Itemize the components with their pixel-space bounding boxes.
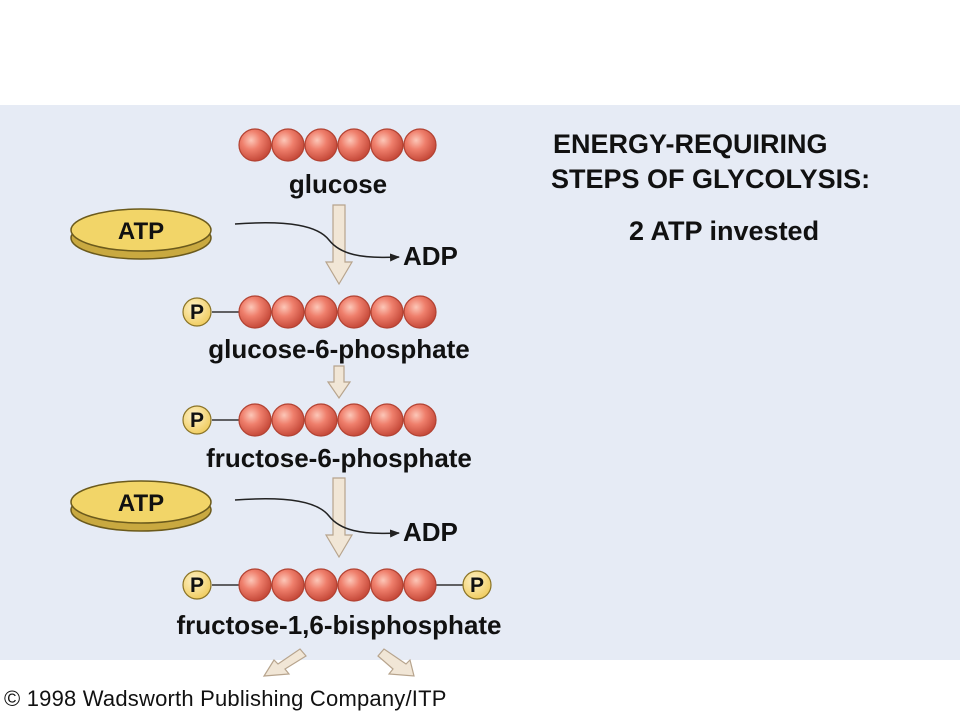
carbon-bead-icon	[337, 403, 371, 437]
carbon-bead-icon	[403, 295, 437, 329]
carbon-bead-icon	[337, 128, 371, 162]
carbon-bead-icon	[304, 128, 338, 162]
carbon-bead-icon	[403, 568, 437, 602]
glucose-chain	[238, 128, 437, 162]
fructose-1-6-bisphosphate-chain	[238, 568, 437, 602]
carbon-bead-icon	[238, 128, 272, 162]
atp-to-adp-arrow-2	[234, 498, 400, 538]
carbon-bead-icon	[370, 568, 404, 602]
phosphate-icon	[182, 297, 212, 327]
carbon-bead-icon	[370, 128, 404, 162]
fructose-6-phosphate-chain	[238, 403, 437, 437]
diagram-panel	[0, 105, 960, 660]
carbon-bead-icon	[304, 568, 338, 602]
fructose-1-6-bisphosphate-label: fructose-1,6-bisphosphate	[176, 610, 501, 640]
atp-disc-icon	[70, 480, 212, 532]
carbon-bead-icon	[271, 295, 305, 329]
carbon-bead-icon	[403, 403, 437, 437]
phosphate-label: P	[470, 574, 484, 597]
adp-label-2: ADP	[403, 517, 458, 547]
fructose-6-phosphate-label: fructose-6-phosphate	[206, 443, 472, 473]
atp-label-2: ATP	[118, 490, 164, 517]
carbon-bead-icon	[337, 295, 371, 329]
carbon-bead-icon	[238, 568, 272, 602]
reaction-arrow-icon	[324, 477, 354, 559]
reaction-arrow-icon	[324, 204, 354, 286]
carbon-bead-icon	[337, 568, 371, 602]
glucose-label: glucose	[289, 169, 387, 199]
copyright-notice: © 1998 Wadsworth Publishing Company/ITP	[4, 686, 447, 711]
reaction-arrow-icon	[326, 365, 352, 400]
carbon-bead-icon	[403, 128, 437, 162]
atp-to-adp-arrow-1	[234, 222, 400, 262]
phosphate-icon	[182, 405, 212, 435]
carbon-bead-icon	[370, 403, 404, 437]
title-line-1: ENERGY-REQUIRING	[553, 129, 828, 159]
atp-label-1: ATP	[118, 218, 164, 245]
carbon-bead-icon	[304, 295, 338, 329]
carbon-bead-icon	[304, 403, 338, 437]
glucose-6-phosphate-label: glucose-6-phosphate	[208, 334, 469, 364]
reaction-arrow-icon	[377, 648, 415, 677]
phosphate-icon	[182, 570, 212, 600]
carbon-bead-icon	[271, 128, 305, 162]
phosphate-label: P	[190, 409, 204, 432]
adp-label-1: ADP	[403, 241, 458, 271]
reaction-arrow-icon	[262, 648, 307, 677]
glucose-6-phosphate-chain	[238, 295, 437, 329]
title-line-2: STEPS OF GLYCOLYSIS:	[551, 164, 870, 194]
atp-disc-icon	[70, 208, 212, 260]
carbon-bead-icon	[238, 295, 272, 329]
phosphate-label: P	[190, 301, 204, 324]
carbon-bead-icon	[271, 403, 305, 437]
phosphate-icon	[462, 570, 492, 600]
carbon-bead-icon	[238, 403, 272, 437]
carbon-bead-icon	[271, 568, 305, 602]
carbon-bead-icon	[370, 295, 404, 329]
phosphate-label: P	[190, 574, 204, 597]
subtitle: 2 ATP invested	[629, 216, 819, 246]
